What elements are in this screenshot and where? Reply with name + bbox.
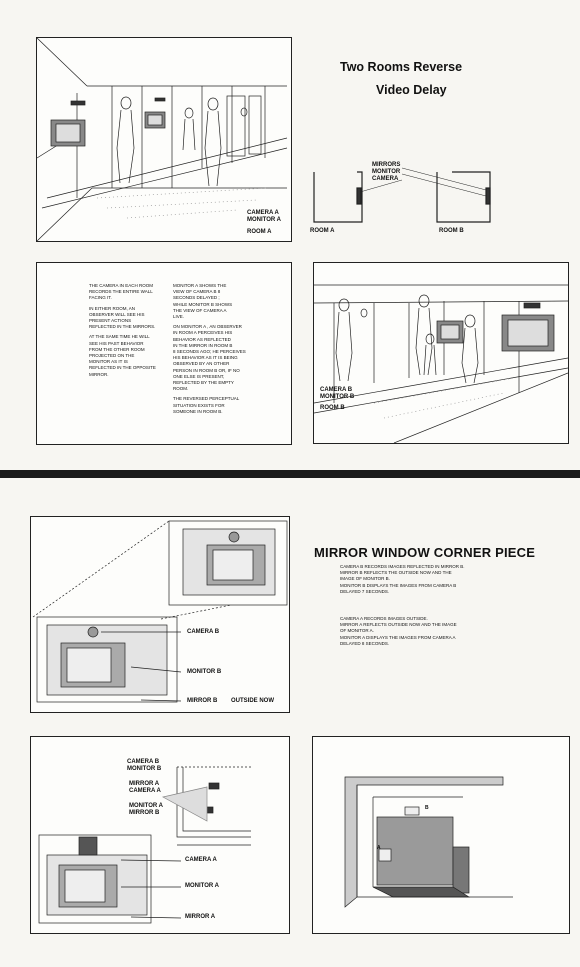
room-a-perspective xyxy=(37,38,288,241)
room-b-monitor-label: MONITOR B xyxy=(320,394,355,400)
panel2-lower-monitor-a-label: MONITOR A xyxy=(185,883,219,889)
panel1-mirror-b-label: MIRROR B xyxy=(187,698,218,704)
panel3-b-label: B xyxy=(425,805,429,811)
room-b-drawing-panel: CAMERA B MONITOR B ROOM B xyxy=(313,262,569,444)
room-b-label: ROOM B xyxy=(320,405,345,411)
room-a-monitor-label: MONITOR A xyxy=(247,217,281,223)
plan-camera-label: CAMERA xyxy=(372,176,399,182)
plan-drawing xyxy=(313,167,491,223)
rooms-plan-diagram: MIRRORS MONITOR CAMERA ROOM A ROOM B xyxy=(302,160,512,240)
panel2-lower-camera-a-label: CAMERA A xyxy=(185,857,217,863)
mirror-b-elevation-panel: CAMERA B MONITOR B MIRROR B OUTSIDE NOW xyxy=(30,516,290,713)
room-b-camera-label: CAMERA B xyxy=(320,387,353,393)
room-a-label: ROOM A xyxy=(247,229,272,235)
description-block-1: CAMERA B RECORDS IMAGES REFLECTED IN MIR… xyxy=(340,564,465,594)
panel1-camera-b-label: CAMERA B xyxy=(187,629,220,635)
mirror-b-drawing xyxy=(32,520,288,703)
plan-mirrors-label: MIRRORS xyxy=(372,162,401,168)
plan-room-a-label: ROOM A xyxy=(310,228,335,234)
top-sheet: CAMERA A MONITOR A ROOM A Two Rooms Reve… xyxy=(0,0,580,470)
panel3-a-label: A xyxy=(377,845,381,851)
plan-monitor-label: MONITOR xyxy=(372,169,401,175)
mirror-window-title: MIRROR WINDOW CORNER PIECE xyxy=(314,545,536,560)
plan-room-b-label: ROOM B xyxy=(439,228,464,234)
mirror-a-drawing xyxy=(38,766,251,924)
panel2-mirror-b-label: MIRROR B xyxy=(129,810,160,816)
room-a-camera-label: CAMERA A xyxy=(247,210,279,216)
corner-perspective-drawing xyxy=(344,776,513,908)
corner-perspective-panel: B A xyxy=(312,736,570,934)
room-b-perspective xyxy=(314,284,568,443)
panel2-monitor-b-label: MONITOR B xyxy=(127,766,162,772)
page-title-line1: Two Rooms Reverse xyxy=(340,60,463,74)
panel2-monitor-a-label: MONITOR A xyxy=(129,803,163,809)
mirror-a-elevation-panel: CAMERA B MONITOR B MIRROR A CAMERA A MON… xyxy=(30,736,290,934)
panel2-camera-a-label: CAMERA A xyxy=(129,788,161,794)
room-a-drawing-panel: CAMERA A MONITOR A ROOM A xyxy=(36,37,292,242)
panel2-lower-mirror-a-label: MIRROR A xyxy=(185,914,216,920)
page-title-line2: Video Delay xyxy=(376,83,447,97)
description-block-2: CAMERA A RECORDS IMAGES OUTSIDE.MIRROR A… xyxy=(340,616,457,646)
panel2-camera-b-label: CAMERA B xyxy=(127,759,160,765)
bottom-sheet: CAMERA B MONITOR B MIRROR B OUTSIDE NOW … xyxy=(0,478,580,967)
panel1-outside-now-label: OUTSIDE NOW xyxy=(231,698,274,704)
panel1-monitor-b-label: MONITOR B xyxy=(187,669,222,675)
panel2-mirror-a-label: MIRROR A xyxy=(129,781,160,787)
